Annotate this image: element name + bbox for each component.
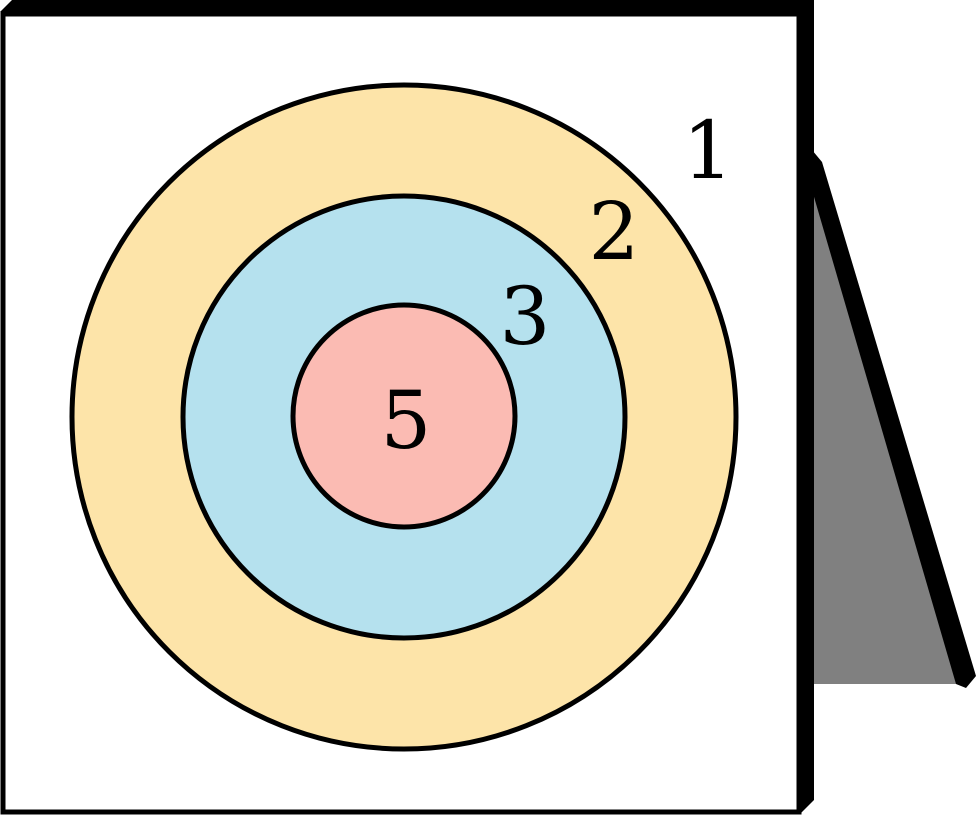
inner-ring: [290, 302, 518, 530]
score-label-2: 2: [589, 185, 640, 278]
stand-edge: [812, 150, 976, 688]
score-label-5: 5: [381, 374, 432, 467]
board-side-edge: [800, 0, 814, 814]
score-label-1: 1: [683, 104, 734, 197]
board-top-edge: [0, 0, 814, 12]
score-label-3: 3: [500, 270, 551, 363]
